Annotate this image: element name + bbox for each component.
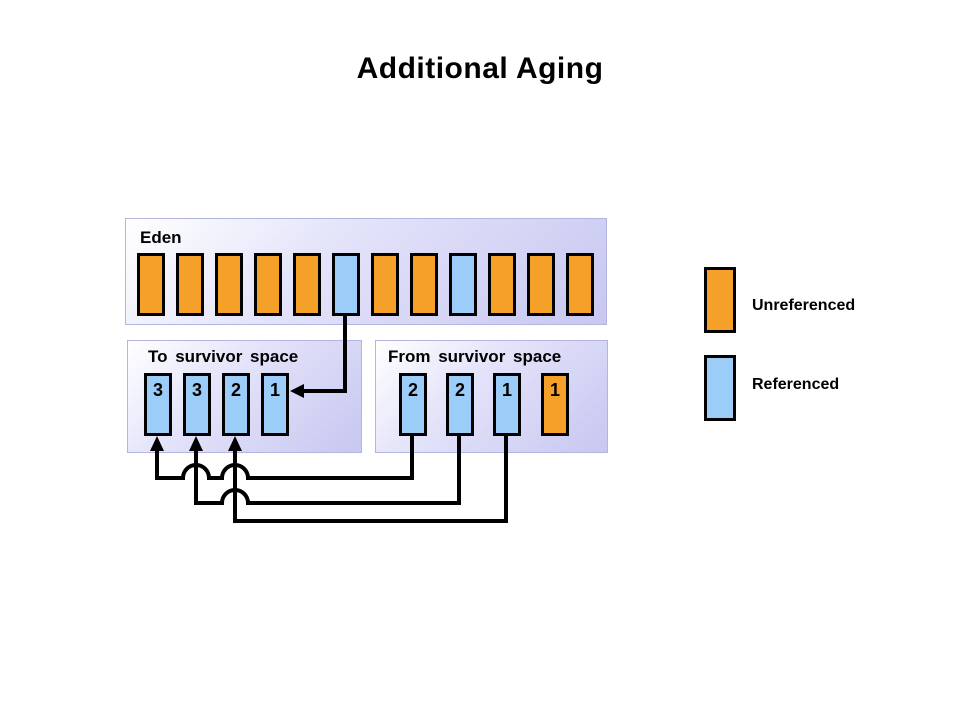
eden-block-4 xyxy=(254,253,282,316)
block-age-label: 1 xyxy=(549,380,560,400)
from-survivor-block-2: 2 xyxy=(446,373,474,436)
eden-block-10 xyxy=(488,253,516,316)
eden-panel: Eden xyxy=(125,218,607,325)
eden-block-2 xyxy=(176,253,204,316)
block-age-label: 1 xyxy=(269,380,280,400)
eden-block-5 xyxy=(293,253,321,316)
from-survivor-panel: From survivor space 2 2 1 1 xyxy=(375,340,608,453)
block-age-label: 2 xyxy=(407,380,418,400)
eden-label: Eden xyxy=(140,228,182,247)
eden-block-3 xyxy=(215,253,243,316)
from-survivor-block-1: 2 xyxy=(399,373,427,436)
eden-block-11 xyxy=(527,253,555,316)
eden-block-9 xyxy=(449,253,477,316)
eden-block-7 xyxy=(371,253,399,316)
from-survivor-label: From survivor space xyxy=(388,347,562,366)
eden-block-8 xyxy=(410,253,438,316)
to-survivor-label: To survivor space xyxy=(148,347,299,366)
block-age-label: 2 xyxy=(230,380,241,400)
block-age-label: 3 xyxy=(191,380,202,400)
to-survivor-block-3: 2 xyxy=(222,373,250,436)
block-age-label: 1 xyxy=(501,380,512,400)
block-age-label: 3 xyxy=(152,380,163,400)
to-survivor-block-2: 3 xyxy=(183,373,211,436)
legend-swatch-referenced xyxy=(704,355,736,421)
eden-block-1 xyxy=(137,253,165,316)
eden-block-6 xyxy=(332,253,360,316)
legend-swatch-unreferenced xyxy=(704,267,736,333)
from-survivor-block-4: 1 xyxy=(541,373,569,436)
from-survivor-block-3: 1 xyxy=(493,373,521,436)
eden-block-12 xyxy=(566,253,594,316)
to-survivor-block-1: 3 xyxy=(144,373,172,436)
legend-label-unreferenced: Unreferenced xyxy=(752,297,856,314)
block-age-label: 2 xyxy=(454,380,465,400)
to-survivor-panel: To survivor space 3 3 2 1 xyxy=(127,340,362,453)
slide-title: Additional Aging xyxy=(356,52,604,85)
to-survivor-block-4: 1 xyxy=(261,373,289,436)
legend-label-referenced: Referenced xyxy=(752,376,840,393)
